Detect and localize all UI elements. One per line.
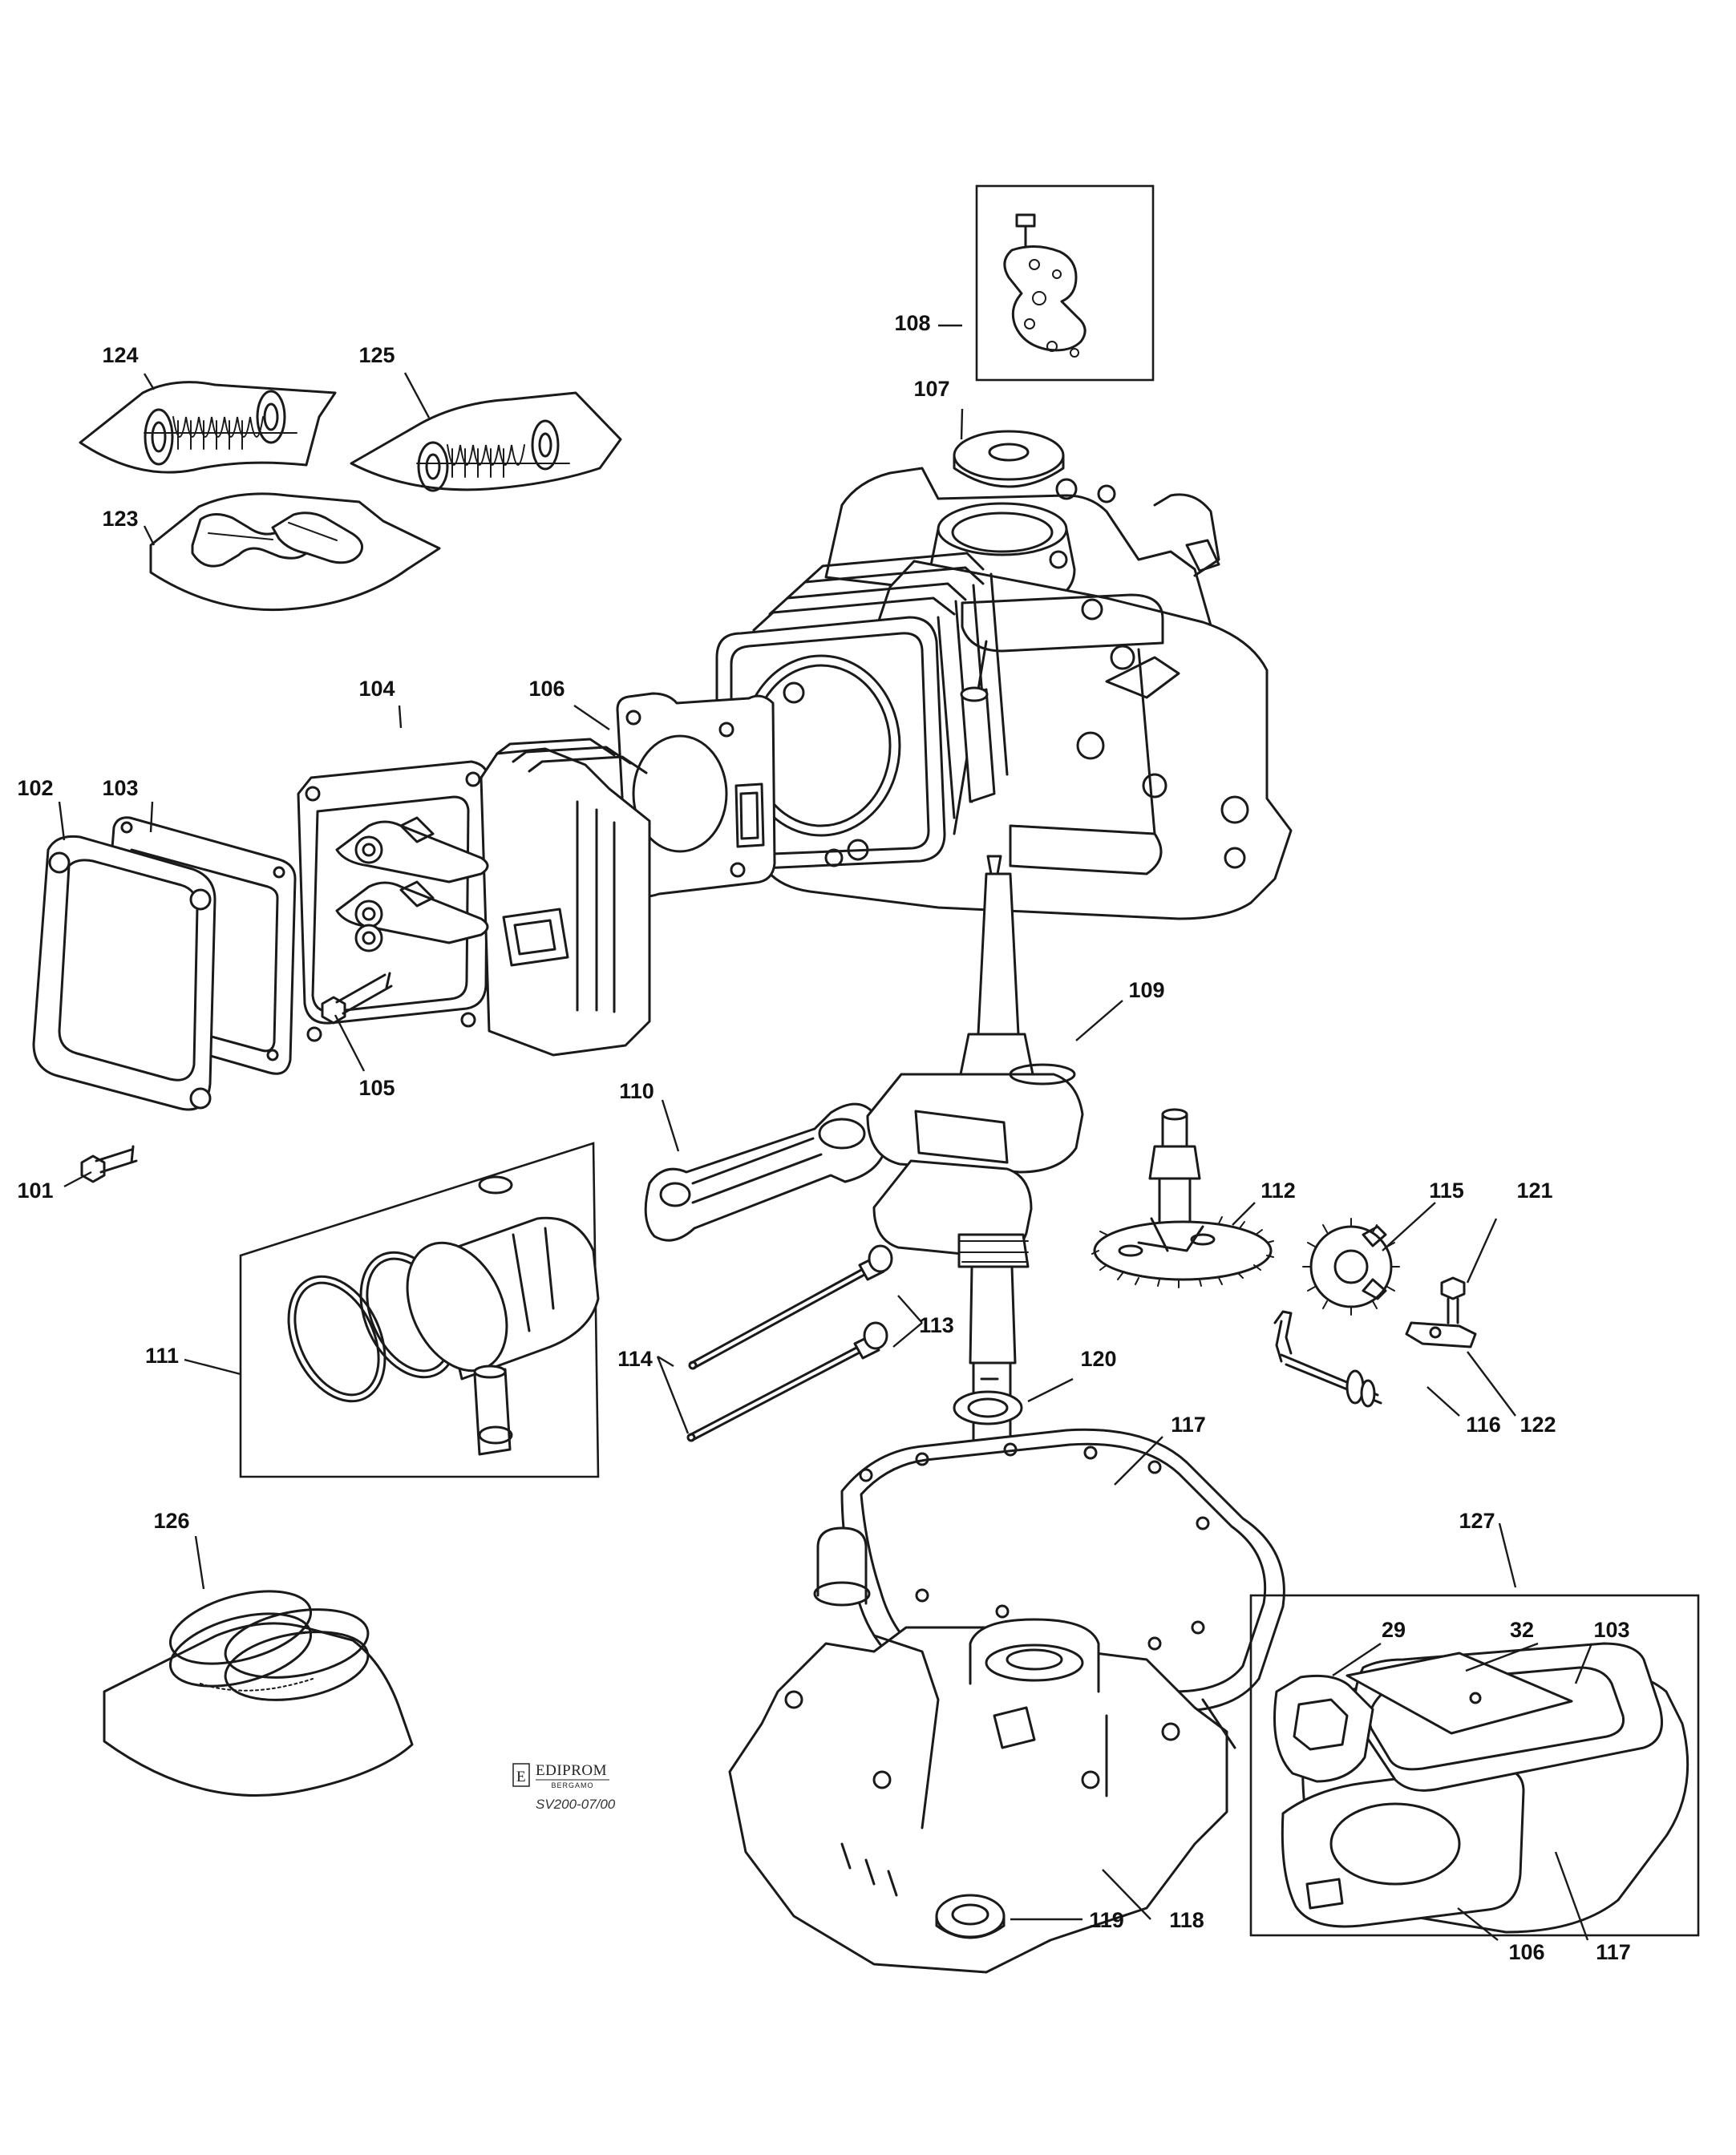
- part-118-oil-sump: [728, 1526, 1236, 1974]
- callout-114: 114: [617, 1347, 653, 1371]
- kit-callout-103: 103: [1593, 1618, 1629, 1642]
- callout-125: 125: [358, 343, 395, 367]
- part-120-seal-washer: [953, 1390, 1023, 1425]
- part-116-governor-shaft: [1273, 1310, 1382, 1408]
- part-122-lock-plate: [1405, 1321, 1477, 1348]
- part-101-cover-bolt: [80, 1145, 138, 1183]
- publisher-mark: E EDIPROM BERGAMO SV200-07/00: [512, 1762, 616, 1812]
- part-127-gasket-kit: [1249, 1594, 1700, 1937]
- callout-116: 116: [1466, 1413, 1501, 1437]
- publisher-name: EDIPROM: [536, 1762, 607, 1779]
- part-108-bracket: [975, 184, 1155, 382]
- drawing-code: SV200-07/00: [536, 1797, 616, 1812]
- callout-115: 115: [1429, 1179, 1464, 1203]
- callout-103: 103: [102, 776, 138, 800]
- callout-104: 104: [358, 677, 395, 701]
- kit-callout-117: 117: [1596, 1940, 1631, 1964]
- callout-110: 110: [619, 1079, 654, 1103]
- part-112-camshaft: [1091, 1108, 1274, 1288]
- callout-106: 106: [528, 677, 565, 701]
- callout-120: 120: [1080, 1347, 1116, 1371]
- callout-labels: 108 107 124 125 123 104 106 102 103 105 …: [17, 311, 1630, 1964]
- callout-111: 111: [145, 1344, 179, 1368]
- kit-callout-106: 106: [1508, 1940, 1544, 1964]
- callout-122: 122: [1520, 1413, 1556, 1437]
- part-121-bolt: [1440, 1276, 1466, 1324]
- part-109-crankshaft: [866, 855, 1084, 1445]
- callout-101: 101: [17, 1179, 53, 1203]
- callout-121: 121: [1516, 1179, 1552, 1203]
- callout-126: 126: [153, 1509, 189, 1533]
- callout-117: 117: [1171, 1413, 1206, 1437]
- callout-112: 112: [1261, 1179, 1296, 1203]
- callout-105: 105: [358, 1076, 395, 1100]
- callout-123: 123: [102, 507, 138, 531]
- callout-102: 102: [17, 776, 53, 800]
- callout-107: 107: [913, 377, 949, 401]
- callout-113: 113: [919, 1313, 954, 1337]
- callout-109: 109: [1128, 978, 1164, 1002]
- part-125-valve-spring-kit: [350, 391, 622, 492]
- publisher-logo-letter: E: [516, 1769, 526, 1785]
- leader-lines: [58, 324, 1593, 1941]
- publisher-city: BERGAMO: [551, 1781, 593, 1789]
- part-105-head-bolt: [321, 972, 393, 1025]
- crankcase-cylinder-block: [715, 467, 1293, 920]
- part-126-piston-ring-set: [103, 1590, 414, 1797]
- part-110-connecting-rod: [644, 1102, 887, 1242]
- callout-108: 108: [894, 311, 930, 335]
- part-115-governor-gear: [1302, 1218, 1400, 1316]
- kit-callout-29: 29: [1382, 1618, 1406, 1642]
- part-102-valve-cover: [32, 835, 216, 1111]
- part-124-valve-spring-kit: [79, 381, 337, 474]
- part-104-cylinder-head: [297, 738, 651, 1057]
- callout-118: 118: [1169, 1908, 1204, 1932]
- part-113-114-push-rods: [686, 1244, 893, 1442]
- callout-119: 119: [1089, 1908, 1124, 1932]
- part-123-rocker-arm-kit: [149, 492, 441, 612]
- part-119-oil-seal: [935, 1894, 1006, 1939]
- kit-callout-32: 32: [1510, 1618, 1534, 1642]
- callout-127: 127: [1459, 1509, 1495, 1533]
- callout-124: 124: [102, 343, 138, 367]
- part-107-seal-ring: [953, 430, 1065, 488]
- part-111-piston-kit: [239, 1142, 600, 1478]
